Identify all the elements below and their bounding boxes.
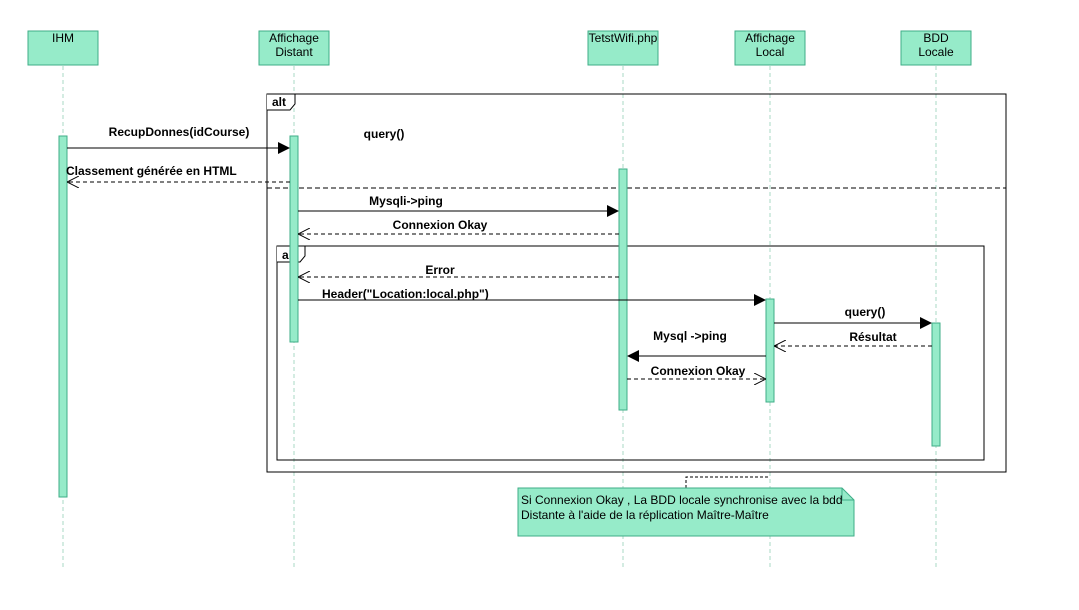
activations: [58, 135, 941, 498]
message-label-classement: Classement générée en HTML: [66, 164, 237, 178]
participant-bdd-locale[interactable]: BDD Locale: [900, 30, 972, 66]
note-line-1: Si Connexion Okay , La BDD locale synchr…: [521, 493, 843, 507]
participant-tetstwifi-label: TetstWifi.php: [589, 31, 658, 45]
alt-fragment-outer[interactable]: alt: [266, 93, 1007, 473]
participant-tetstwifi[interactable]: TetstWifi.php: [587, 30, 659, 66]
message-label-recup: RecupDonnes(idCourse): [109, 125, 250, 139]
activation-affichage-local: [765, 298, 775, 403]
alt-label-outer: alt: [272, 95, 286, 109]
message-label-connexion-okay-2: Connexion Okay: [651, 364, 746, 378]
participant-affichage-local[interactable]: Affichage Local: [734, 30, 806, 66]
messages: RecupDonnes(idCourse) query() Classement…: [66, 125, 932, 379]
note-box: [517, 487, 855, 537]
alt-fragment-inner[interactable]: alt: [276, 245, 985, 461]
message-label-mysqli-ping: Mysqli->ping: [369, 194, 443, 208]
message-label-query1: query(): [364, 127, 405, 141]
participant-affichage-local-label-1: Affichage: [745, 31, 795, 45]
message-label-error: Error: [425, 263, 455, 277]
activation-ihm: [58, 135, 68, 498]
message-label-mysql-ping: Mysql ->ping: [653, 329, 727, 343]
participant-affichage-distant[interactable]: Affichage Distant: [258, 30, 330, 66]
activation-tetstwifi: [618, 168, 628, 411]
message-label-header: Header("Location:local.php"): [322, 287, 489, 301]
activation-bdd-locale: [931, 322, 941, 447]
note[interactable]: Si Connexion Okay , La BDD locale synchr…: [517, 476, 855, 537]
note-connector: [685, 476, 770, 488]
participant-ihm-label: IHM: [52, 31, 74, 45]
message-label-connexion-okay-1: Connexion Okay: [393, 218, 488, 232]
participant-affichage-local-label-2: Local: [756, 45, 785, 59]
participant-bdd-locale-label-1: BDD: [923, 31, 949, 45]
activation-affichage-distant: [289, 135, 299, 343]
participants: IHM Affichage Distant TetstWifi.php Affi…: [27, 30, 972, 66]
participant-ihm[interactable]: IHM: [27, 30, 99, 66]
message-label-resultat: Résultat: [849, 330, 896, 344]
note-line-2: Distante à l'aide de la réplication Maît…: [521, 508, 769, 522]
participant-affichage-distant-label-1: Affichage: [269, 31, 319, 45]
note-fold: [841, 488, 854, 501]
participant-bdd-locale-label-2: Locale: [918, 45, 954, 59]
participant-affichage-distant-label-2: Distant: [275, 45, 313, 59]
message-label-query2: query(): [845, 305, 886, 319]
